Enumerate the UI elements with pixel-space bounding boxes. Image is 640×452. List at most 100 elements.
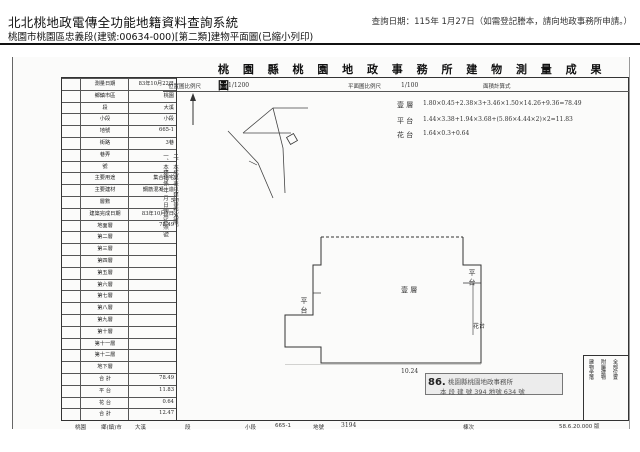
bottom-city: 桃園 bbox=[75, 425, 87, 431]
table-row-value: 5 bbox=[170, 198, 174, 204]
area-formula-floor: 1.80×0.45+2.38×3+3.46×1.50×14.26+9.36=78… bbox=[423, 100, 582, 107]
table-row-value: 83年10月22日 bbox=[138, 81, 174, 87]
table-row: 第七層 bbox=[62, 290, 176, 302]
plan-label-terrace: 平 台 bbox=[468, 269, 476, 286]
table-row-value: 集合住宅 bbox=[153, 175, 174, 182]
right-strip-1: 建物坐落 bbox=[588, 359, 594, 380]
table-row-label: 建築完成日期 bbox=[89, 210, 121, 217]
table-row-value: 78.49 bbox=[159, 221, 174, 228]
table-row-label: 層數 bbox=[99, 199, 111, 205]
table-row: 花 台 0.64 bbox=[62, 396, 176, 409]
table-row-label: 花 台 bbox=[98, 399, 112, 406]
location-scale-label: 位置圖比例尺 bbox=[168, 84, 202, 90]
document-subtitle: 桃園市桃園區忠義段(建號:00634-000)[第二類]建物平面圖(已縮小列印) bbox=[8, 32, 314, 43]
table-row-value: 桃園 bbox=[163, 92, 174, 99]
area-label-terrace: 平 台 bbox=[397, 117, 414, 125]
bottom-section-name: 大溪 bbox=[135, 425, 147, 431]
table-row: 第十一層 bbox=[62, 337, 176, 350]
plan-label-floor: 壹 層 bbox=[401, 286, 418, 294]
survey-sheet: 桃 園 縣 桃 園 地 政 事 務 所 建 物 測 量 成 果 圖 位置圖比例尺… bbox=[12, 57, 630, 431]
table-row: 第九層 bbox=[62, 314, 176, 326]
table-row: 第五層 bbox=[62, 266, 176, 279]
stamp-text: 桃園縣桃園地政事務所 bbox=[448, 378, 513, 386]
table-row: 第八層 bbox=[62, 302, 176, 314]
bottom-township: 鄉(鎮)市 bbox=[101, 425, 122, 431]
table-row-label: 合 計 bbox=[98, 411, 112, 418]
bottom-section: 段 bbox=[185, 425, 191, 431]
official-stamp: 86. 桃園縣桃園地政事務所 本 段 建 號 394 地號 634 號 bbox=[425, 373, 563, 396]
location-scale-value: 1/1200 bbox=[228, 82, 250, 89]
table-row: 層數 5 bbox=[62, 196, 176, 208]
table-row: 第四層 bbox=[62, 255, 176, 267]
table-row: 地號 665-1 bbox=[62, 125, 176, 137]
table-row-label: 第二層 bbox=[97, 234, 113, 241]
table-row: 巷弄 bbox=[62, 148, 176, 161]
table-row-label: 第十層 bbox=[97, 328, 113, 335]
plan-label-terrace-left: 平 台 bbox=[300, 297, 308, 314]
table-row-label: 號 bbox=[102, 163, 108, 170]
table-row-label: 街路 bbox=[99, 140, 111, 146]
table-row: 第六層 bbox=[62, 278, 176, 291]
table-row: 平 台 11.83 bbox=[62, 384, 176, 397]
query-date: 查詢日期：115年 1月27日（如需登記謄本，請向地政事務所申請。） bbox=[371, 17, 632, 27]
table-row: 主要用途 集合住宅 bbox=[62, 172, 176, 184]
floor-plan bbox=[284, 236, 482, 365]
table-row-label: 巷弄 bbox=[99, 151, 111, 158]
bottom-lot: 665-1 bbox=[275, 423, 291, 429]
table-row: 第十二層 bbox=[62, 349, 176, 361]
header-rule bbox=[163, 91, 629, 92]
note-2: 二、本成果表以建物登記為限。 bbox=[172, 153, 178, 230]
table-row: 段大溪 bbox=[62, 101, 176, 114]
table-row: 第二層 bbox=[62, 231, 176, 243]
table-row-label: 主要用途 bbox=[94, 175, 116, 182]
table-row-label: 平 台 bbox=[98, 387, 112, 394]
table-row-label: 第六層 bbox=[97, 281, 113, 288]
table-row: 號 bbox=[62, 160, 176, 173]
table-row-label: 地面層 bbox=[97, 222, 113, 229]
table-row-value: 665-1 bbox=[159, 127, 174, 134]
table-row-label: 第八層 bbox=[97, 305, 113, 312]
table-row: 主要建材鋼筋混凝土造 bbox=[62, 184, 176, 196]
table-row-label: 小段 bbox=[99, 116, 111, 123]
plan-label-flower: 花台 bbox=[473, 323, 486, 330]
north-arrow-head bbox=[190, 93, 196, 101]
area-label-floor: 壹 層 bbox=[397, 101, 414, 109]
table-row-value: 鋼筋混凝土造 bbox=[142, 187, 174, 194]
right-info-strip: 建物坐落 附屬建物 全部位置 bbox=[583, 355, 629, 421]
table-row-label: 第四層 bbox=[97, 258, 113, 264]
plan-width-dimension: 10.24 bbox=[401, 368, 419, 375]
table-row-value: 小段 bbox=[163, 116, 174, 123]
table-row-value: 78.49 bbox=[159, 375, 174, 381]
bottom-lot-label: 地號 bbox=[313, 425, 325, 431]
table-row-label: 第九層 bbox=[97, 317, 113, 323]
table-row: 地下層 bbox=[62, 361, 176, 373]
table-row: 小段 小段 bbox=[62, 113, 176, 125]
sheet-title: 桃 園 縣 桃 園 地 政 事 務 所 建 物 測 量 成 果 圖 bbox=[218, 63, 607, 92]
table-row-value: 12.47 bbox=[159, 410, 174, 417]
area-label-flower: 花 台 bbox=[397, 131, 414, 139]
table-row-value: 11.83 bbox=[159, 386, 174, 393]
form-version: 58.6.20.000 版 bbox=[559, 424, 600, 430]
table-row: 鄉鎮市區桃園 bbox=[62, 89, 176, 102]
bottom-subsection: 小段 bbox=[245, 425, 257, 431]
plan-scale-value: 1/100 bbox=[401, 82, 419, 89]
location-sketch bbox=[190, 93, 308, 199]
table-row-label: 地號 bbox=[99, 128, 111, 135]
note-1: 一、本建物係 年 月 日使用執照 號 bbox=[162, 153, 168, 237]
area-formula-flower: 1.64×0.3+0.64 bbox=[423, 130, 470, 137]
table-row-value: 0.64 bbox=[162, 398, 174, 405]
stamp-text-2: 本 段 建 號 394 地號 634 號 bbox=[440, 388, 525, 396]
bottom-building-no: 棟次 bbox=[463, 425, 475, 431]
table-row: 第十層 bbox=[62, 325, 176, 338]
stamp-number: 86. bbox=[428, 377, 446, 388]
table-row-label: 測量日期 bbox=[94, 81, 116, 87]
table-row-label: 第五層 bbox=[97, 269, 113, 276]
table-row: 測量日期 83年10月22日 bbox=[62, 78, 176, 90]
table-row: 合 計 12.47 bbox=[62, 408, 176, 420]
header-divider bbox=[0, 43, 640, 45]
table-row-value: 大溪 bbox=[163, 104, 174, 111]
table-row-label: 地下層 bbox=[97, 364, 113, 371]
